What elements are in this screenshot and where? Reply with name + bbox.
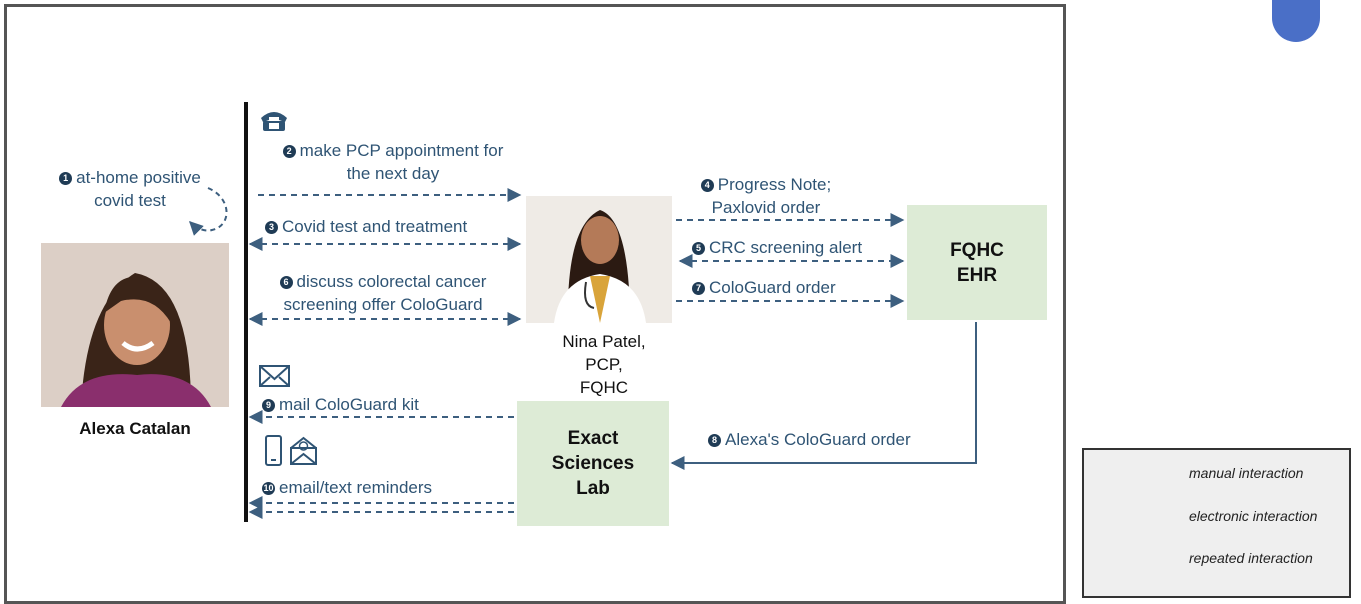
legend-repeated-label: repeated interaction (1189, 550, 1313, 566)
pcp-name-line2: PCP, (585, 355, 623, 374)
arrow-self-loop (189, 187, 228, 236)
email-icon (290, 436, 317, 465)
legend-manual-label: manual interaction (1189, 465, 1304, 481)
step10-text: email/text reminders (279, 478, 433, 497)
doctor-portrait (526, 196, 672, 323)
ehr-line1: FQHC (950, 239, 1004, 261)
arrow-step8 (670, 322, 977, 470)
step9-text: mail ColoGuard kit (279, 395, 419, 414)
step8-number: 8 (708, 434, 721, 447)
envelope-icon (259, 365, 290, 387)
legend: manual interaction electronic interactio… (1082, 448, 1351, 598)
step2-number: 2 (282, 145, 296, 158)
patient-portrait (41, 243, 229, 407)
step8-text: Alexa's ColoGuard order (725, 430, 911, 449)
fqhc-ehr-box: FQHC EHR (907, 205, 1047, 320)
lab-line2: Sciences (551, 453, 635, 474)
doctor-photo (526, 196, 672, 323)
pcp-name: Nina Patel, PCP, FQHC (540, 330, 668, 399)
step4-text-line2: Paxlovid order (711, 198, 821, 217)
legend-electronic-label: electronic interaction (1189, 508, 1318, 524)
step5-text: CRC screening alert (709, 238, 863, 257)
step10-label: 10 email/text reminders (262, 476, 482, 499)
step7-text: ColoGuard order (709, 278, 836, 297)
step6-number: 6 (279, 276, 293, 289)
step10-number: 10 (262, 482, 275, 495)
mobile-phone-icon (265, 435, 282, 466)
patient-name: Alexa Catalan (79, 419, 191, 438)
step1-number: 1 (59, 172, 73, 185)
step4-text-line1: Progress Note; (717, 175, 832, 194)
step5-label: 5 CRC screening alert (692, 236, 902, 259)
step5-number: 5 (692, 242, 705, 255)
step9-label: 9 mail ColoGuard kit (262, 393, 472, 416)
step7-label: 7 ColoGuard order (692, 276, 902, 299)
phone-icon (261, 112, 287, 131)
exact-sciences-lab-box: Exact Sciences Lab (517, 401, 669, 526)
step6-text-line1: discuss colorectal cancer (296, 272, 487, 291)
lab-line1: Exact (567, 428, 619, 449)
step6-text-line2: screening offer ColoGuard (283, 295, 483, 314)
step4-number: 4 (700, 179, 714, 192)
step1-text-line2: covid test (94, 191, 166, 210)
step3-label: 3 Covid test and treatment (265, 215, 525, 238)
patient-photo (41, 243, 229, 407)
ehr-line2: EHR (956, 264, 998, 286)
step2-text-line2: the next day (346, 164, 440, 183)
step1-text-line1: at-home positive (76, 168, 201, 187)
pcp-name-line1: Nina Patel, (562, 332, 646, 351)
lab-line3: Lab (576, 478, 610, 499)
step7-number: 7 (692, 282, 705, 295)
step9-number: 9 (262, 399, 275, 412)
corner-tab (1272, 0, 1320, 42)
step2-text-line1: make PCP appointment for (299, 141, 504, 160)
step8-label: 8 Alexa's ColoGuard order (708, 428, 958, 451)
pcp-name-line3: FQHC (579, 378, 629, 397)
step3-number: 3 (265, 221, 278, 234)
step3-text: Covid test and treatment (282, 217, 468, 236)
